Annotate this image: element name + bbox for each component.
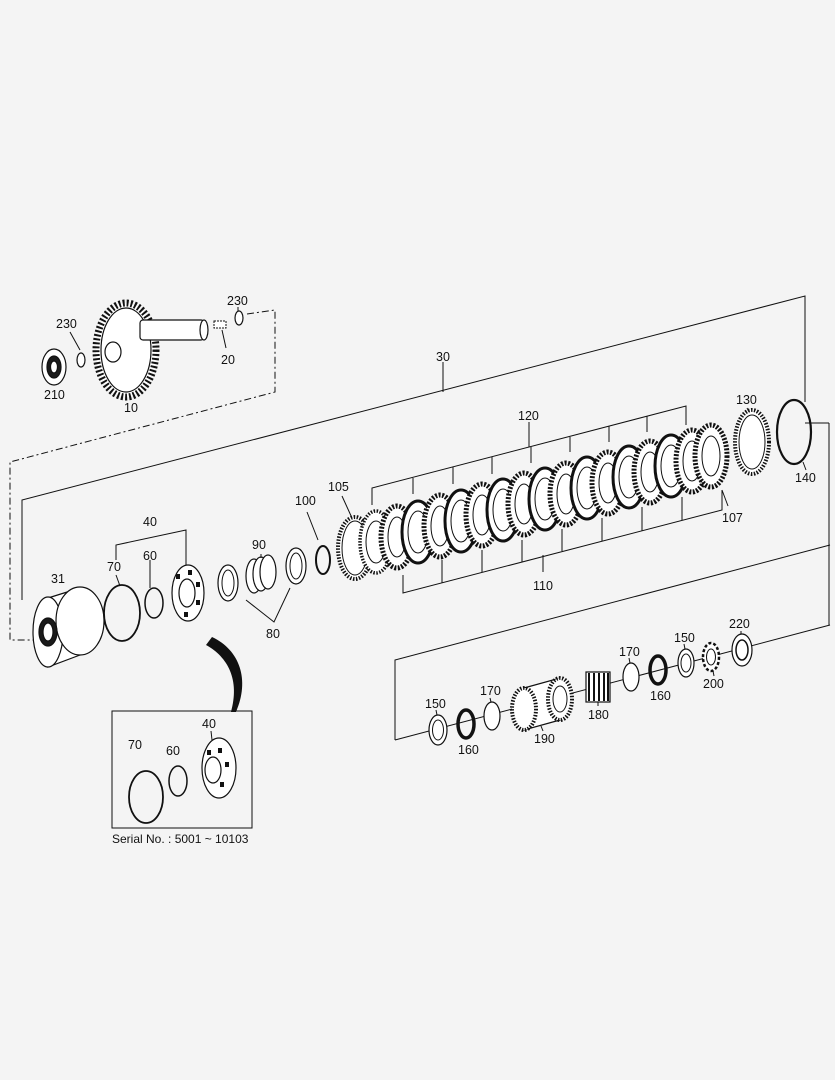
inset-seal-ring-70	[128, 770, 164, 824]
spring-group	[217, 547, 307, 623]
label-230-left: 230	[56, 317, 77, 331]
inset-caption: Serial No. : 5001 ~ 10103	[112, 832, 249, 846]
piston-group	[103, 529, 205, 642]
inset-label-40: 40	[202, 717, 216, 731]
seal-ring-60	[144, 587, 164, 619]
drum-31	[32, 586, 105, 668]
label-70: 70	[107, 560, 121, 574]
label-230-right: 230	[227, 294, 248, 308]
pin-20	[213, 320, 227, 329]
label-20: 20	[221, 353, 235, 367]
label-150-right: 150	[674, 631, 695, 645]
label-130: 130	[736, 393, 757, 407]
inset-seal-ring-60	[168, 765, 188, 797]
needle-bearing-180	[585, 671, 611, 706]
label-220: 220	[729, 617, 750, 631]
label-210: 210	[44, 388, 65, 402]
gear-shaft-group	[9, 299, 276, 641]
snap-ring-100	[315, 545, 331, 575]
inset-label-70: 70	[128, 738, 142, 752]
label-100: 100	[295, 494, 316, 508]
label-30: 30	[436, 350, 450, 364]
ring-230-left	[76, 352, 86, 368]
hub-group	[394, 422, 831, 746]
label-190: 190	[534, 732, 555, 746]
label-150-left: 150	[425, 697, 446, 711]
part-labels: 10 20 30 31 40 60 70 80 90 100 105 107 1…	[44, 294, 816, 846]
label-160-left: 160	[458, 743, 479, 757]
gear-10	[92, 299, 209, 401]
bracket-30	[21, 295, 806, 600]
label-170-right: 170	[619, 645, 640, 659]
inset-label-60: 60	[166, 744, 180, 758]
ring-230-right	[234, 310, 244, 326]
seal-ring-70	[103, 584, 141, 642]
label-90: 90	[252, 538, 266, 552]
label-160-right: 160	[650, 689, 671, 703]
label-105: 105	[328, 480, 349, 494]
inset-box	[111, 710, 253, 829]
label-107: 107	[722, 511, 743, 525]
label-40: 40	[143, 515, 157, 529]
label-60: 60	[143, 549, 157, 563]
label-120: 120	[518, 409, 539, 423]
spring-90	[245, 554, 277, 594]
inset-piston-40	[201, 737, 237, 799]
label-140: 140	[795, 471, 816, 485]
label-10: 10	[124, 401, 138, 415]
label-80: 80	[266, 627, 280, 641]
label-31: 31	[51, 572, 65, 586]
ring-140	[775, 398, 813, 466]
label-170-left: 170	[480, 684, 501, 698]
plate-130	[733, 407, 771, 476]
piston-40	[171, 564, 205, 622]
hub-190	[510, 676, 574, 732]
label-200: 200	[703, 677, 724, 691]
bearing-210	[41, 348, 67, 386]
label-180: 180	[588, 708, 609, 722]
callout-arrow	[206, 637, 243, 712]
plate-stack	[358, 422, 730, 575]
clutch-pack	[336, 405, 730, 594]
label-110: 110	[533, 579, 553, 593]
